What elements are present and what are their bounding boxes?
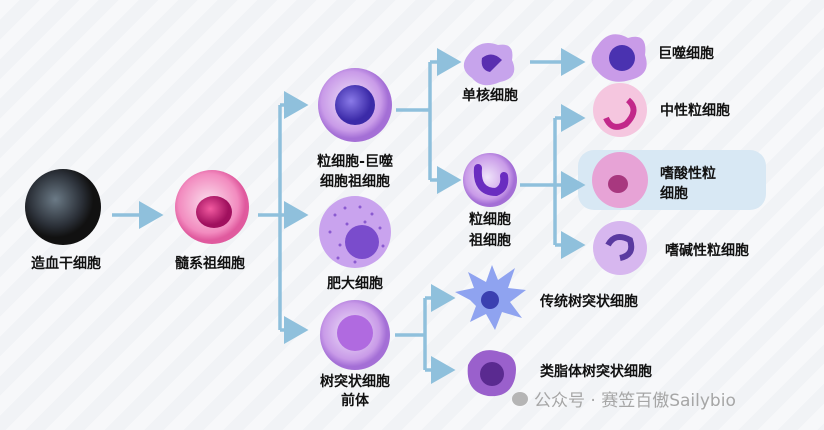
- label-neutrophil: 中性粒细胞: [660, 103, 730, 119]
- watermark-text: 公众号 · 赛笠百傲Sailybio: [534, 391, 736, 411]
- pdc-cell: [467, 350, 516, 397]
- cdc-cell: [455, 265, 526, 330]
- label-dc-precursor-1: 树突状细胞: [320, 374, 390, 390]
- myeloid-progenitor-cell: [175, 170, 249, 244]
- label-gmp-2: 细胞祖细胞: [320, 174, 390, 190]
- label-dc-precursor-2: 前体: [341, 393, 369, 409]
- neutrophil-cell: [593, 83, 647, 137]
- label-eosinophil-2: 细胞: [660, 186, 688, 202]
- mast-cell: [319, 196, 391, 268]
- label-basophil: 嗜碱性粒细胞: [665, 243, 749, 259]
- label-pdc: 类脂体树突状细胞: [540, 364, 652, 380]
- granulocyte-progenitor-cell: [463, 153, 517, 207]
- arrows: [112, 48, 586, 384]
- label-gp-2: 祖细胞: [469, 233, 511, 249]
- label-gmp-1: 粒细胞-巨噬: [317, 154, 393, 170]
- gmp-cell: [318, 68, 392, 142]
- basophil-cell: [593, 221, 647, 275]
- dc-precursor-cell: [320, 300, 390, 370]
- wechat-icon: [512, 391, 528, 406]
- watermark: 公众号 · 赛笠百傲Sailybio: [512, 386, 736, 411]
- label-myeloid-progenitor: 髓系祖细胞: [175, 256, 245, 272]
- label-monocyte: 单核细胞: [462, 88, 518, 104]
- eosinophil-cell: [592, 152, 648, 208]
- label-gp-1: 粒细胞: [469, 212, 511, 228]
- hsc-cell: [25, 169, 101, 245]
- macrophage-cell: [591, 34, 647, 82]
- label-cdc: 传统树突状细胞: [540, 294, 638, 310]
- monocyte-cell: [463, 42, 515, 86]
- label-macrophage: 巨噬细胞: [658, 46, 714, 62]
- label-mast: 肥大细胞: [327, 276, 383, 292]
- label-eosinophil-1: 嗜酸性粒: [660, 166, 716, 182]
- label-hsc: 造血干细胞: [31, 256, 101, 272]
